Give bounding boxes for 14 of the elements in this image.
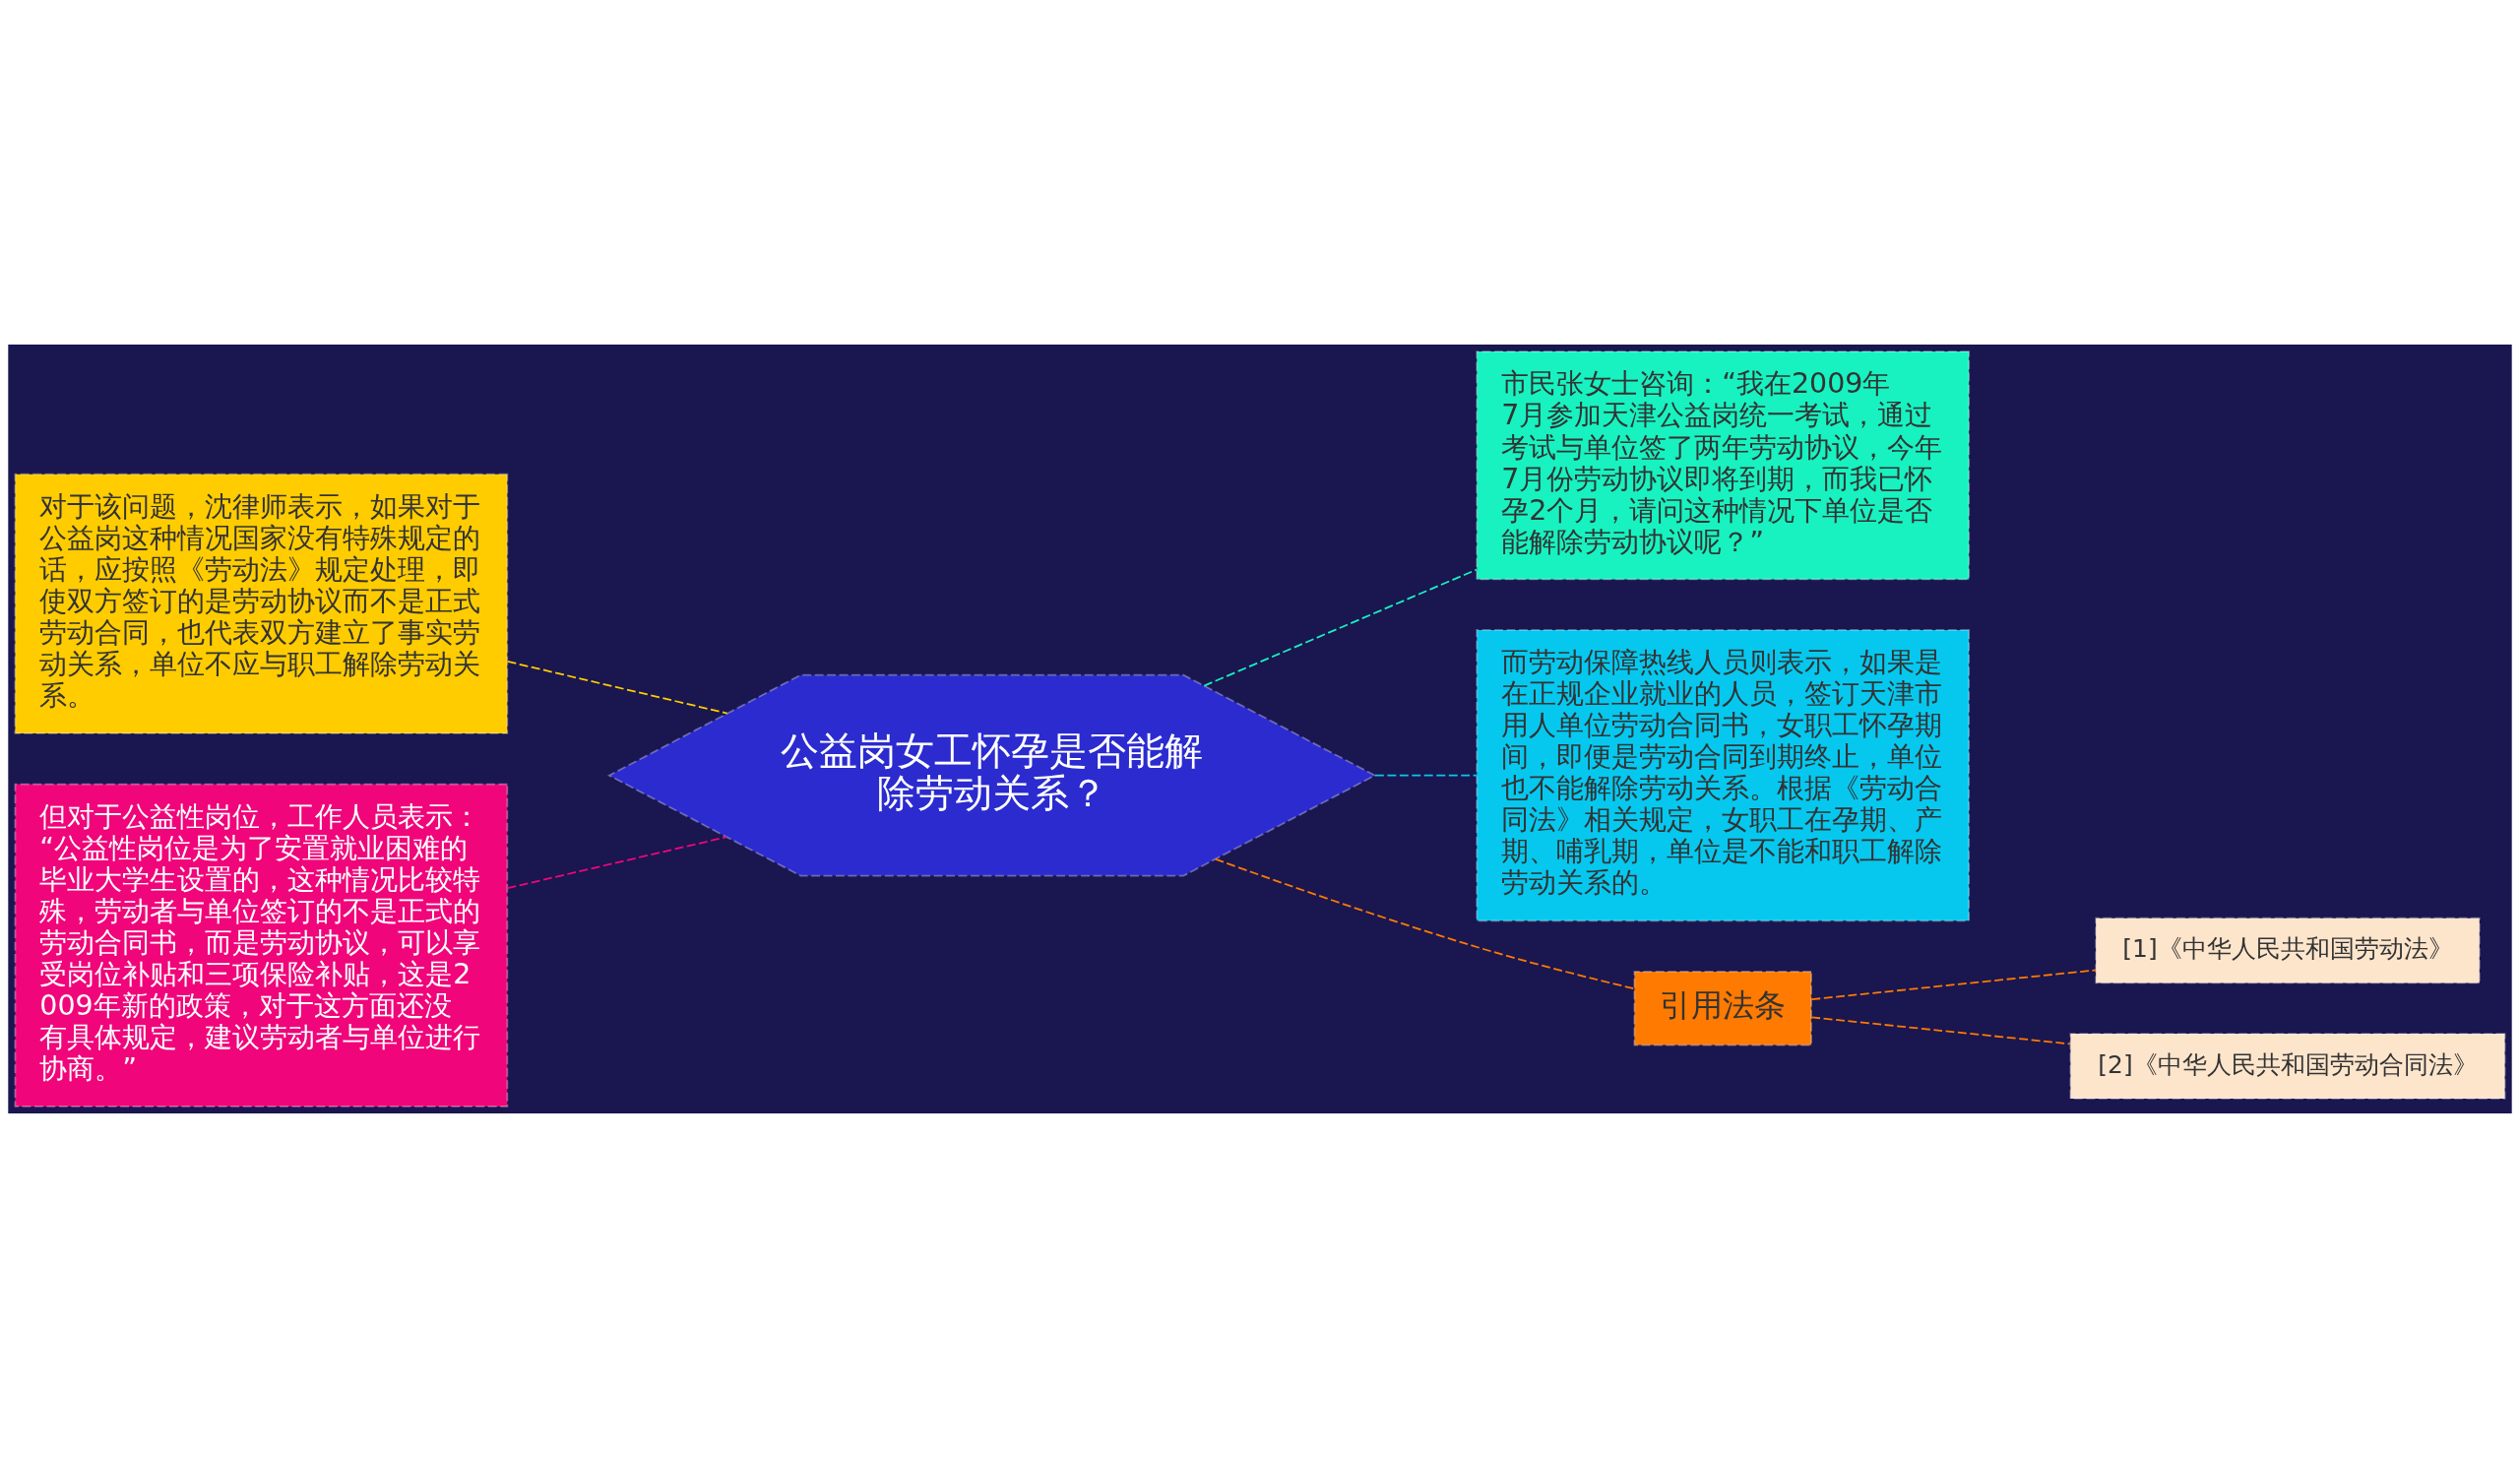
node-box: 对于该问题，沈律师表示，如果对于公益岗这种情况国家没有特殊规定的话，应按照《劳动法》规定处理，即使双方签订的是劳动协议而不是正式劳动合同，也代表双方建立了事实劳动关系，单位不应与职工解除劳动关系。	[14, 473, 509, 734]
node-box: [1]《中华人民共和国劳动法》	[2095, 917, 2481, 983]
node-box: 市民张女士咨询：“我在2009年7月参加天津公益岗统一考试，通过考试与单位签了两年劳动协议，今年7月份劳动协议即将到期，而我已怀孕2个月，请问这种情况下单位是否能解除劳动协议呢？”	[1476, 349, 1971, 580]
node-box: [2]《中华人民共和国劳动合同法》	[2069, 1032, 2506, 1100]
connector	[506, 835, 727, 889]
connector	[1203, 568, 1478, 686]
node-box: 而劳动保障热线人员则表示，如果是在正规企业就业的人员，签订天津市用人单位劳动合同书，女职工怀孕期间，即便是劳动合同到期终止，单位也不能解除劳动关系。根据《劳动合同法》相关规定，女职工在孕期、产期、哺乳期，单位是不能和职工解除劳动关系的。	[1476, 628, 1971, 921]
node-box: 引用法条	[1633, 970, 1812, 1045]
connector	[506, 660, 728, 714]
connector	[1374, 774, 1478, 777]
node-box: 但对于公益性岗位，工作人员表示：“公益性岗位是为了安置就业困难的毕业大学生设置的，这种情况比较特殊，劳动者与单位签订的不是正式的劳动合同书，而是劳动协议，可以享受岗位补贴和三项保险补贴，这是2009年新的政策，对于这方面还没有具体规定，建议劳动者与单位进行协商。”	[14, 783, 509, 1108]
connector	[1810, 1015, 2071, 1045]
connector	[1214, 857, 1635, 989]
connector	[1810, 969, 2097, 1000]
